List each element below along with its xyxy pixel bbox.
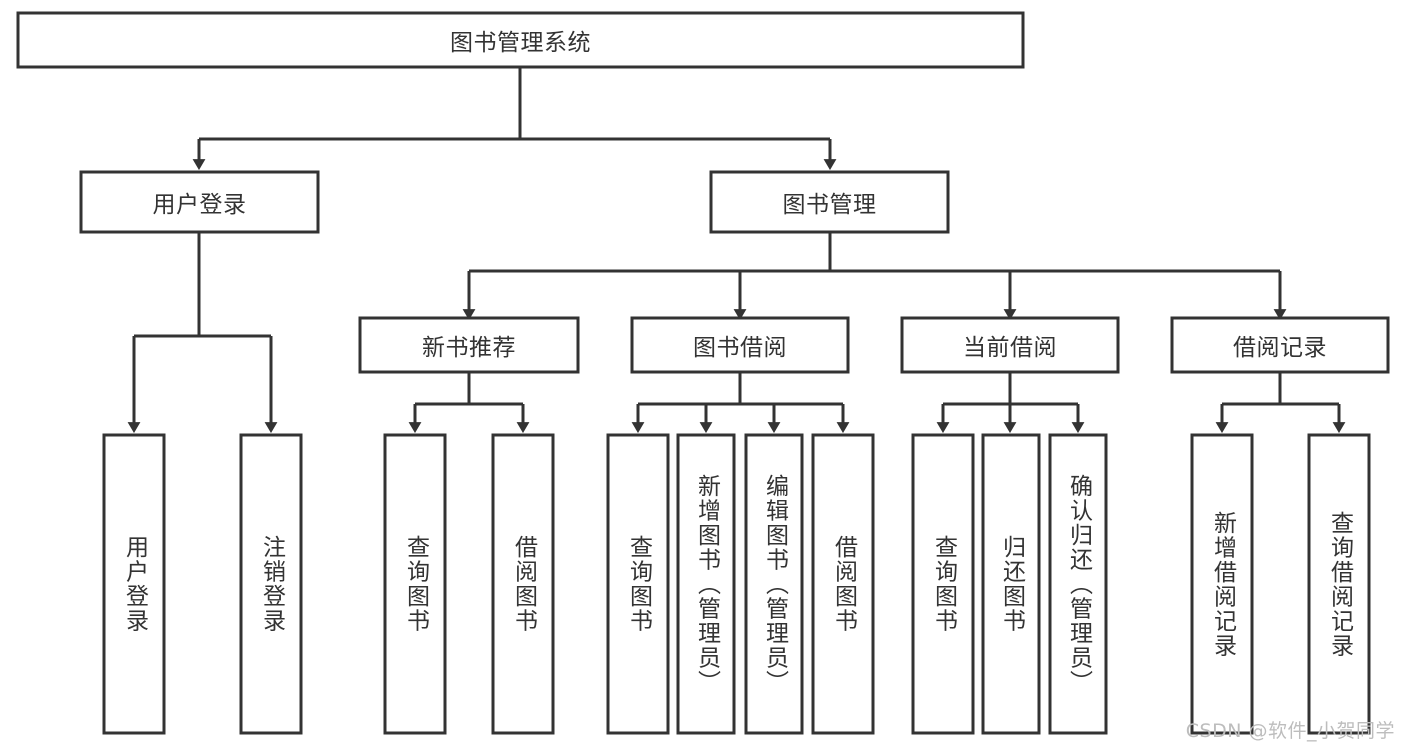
node-leaf-user-login[interactable] xyxy=(102,433,166,735)
node-root[interactable] xyxy=(16,11,1025,69)
node-borrow-record[interactable] xyxy=(1170,316,1390,374)
connector-new-book-recommend-to-leaves xyxy=(408,372,530,434)
connector-root-to-level2 xyxy=(192,67,837,171)
node-leaf-query-book-1[interactable] xyxy=(383,433,447,735)
node-leaf-edit-book[interactable] xyxy=(744,433,804,735)
node-leaf-add-book[interactable] xyxy=(676,433,736,735)
node-leaf-query-book-3[interactable] xyxy=(911,433,975,735)
node-leaf-query-record[interactable] xyxy=(1307,433,1371,735)
node-current-borrow[interactable] xyxy=(900,316,1120,374)
node-book-borrow[interactable] xyxy=(630,316,850,374)
node-new-book-recommend[interactable] xyxy=(358,316,580,374)
node-leaf-user-logout[interactable] xyxy=(239,433,303,735)
node-leaf-add-record[interactable] xyxy=(1190,433,1254,735)
node-leaf-query-book-2[interactable] xyxy=(606,433,670,735)
connector-book-borrow-to-leaves xyxy=(631,372,850,434)
connector-user-login-to-leaves xyxy=(127,232,278,434)
node-book-management[interactable] xyxy=(709,170,950,234)
node-leaf-return-book[interactable] xyxy=(981,433,1041,735)
connector-current-borrow-to-leaves xyxy=(936,372,1085,434)
connector-book-management-to-level3 xyxy=(462,232,1287,321)
node-leaf-confirm-return[interactable] xyxy=(1048,433,1108,735)
connector-borrow-record-to-leaves xyxy=(1215,372,1346,434)
watermark: CSDN @软件_小贺同学 xyxy=(1185,720,1395,742)
node-user-login[interactable] xyxy=(79,170,320,234)
node-leaf-borrow-book-1[interactable] xyxy=(491,433,555,735)
node-leaf-borrow-book-2[interactable] xyxy=(811,433,875,735)
